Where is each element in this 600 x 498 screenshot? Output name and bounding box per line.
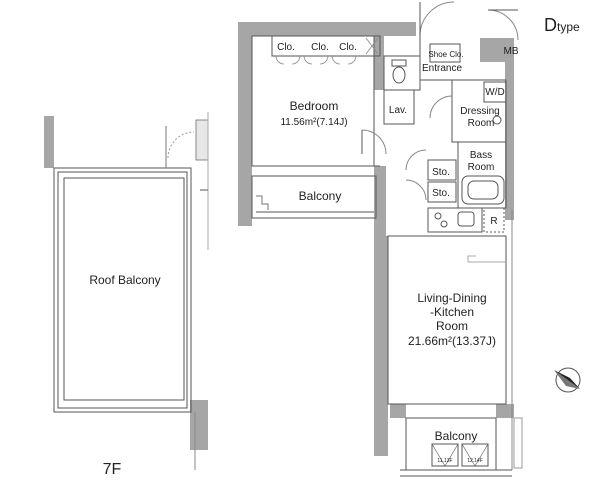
unit-top-wall — [238, 22, 416, 36]
roof-right-column — [190, 400, 208, 450]
ldk-label-2: -Kitchen — [430, 305, 474, 319]
toilet-room — [383, 55, 421, 91]
fridge-space — [483, 207, 505, 233]
entrance-label: Entrance — [422, 63, 462, 74]
balcony-lower-label: Balcony — [435, 429, 478, 443]
roof-balcony-outline — [53, 167, 192, 413]
closet-doors — [275, 37, 379, 65]
ldk-label-3: Room — [436, 319, 468, 333]
ldk-area: 21.66m²(13.37J) — [408, 334, 496, 348]
roof-balcony-rail — [63, 177, 185, 401]
hatch-label-left: 11.13F — [437, 458, 452, 464]
dressing-room-label-2: Room — [468, 118, 495, 129]
storage-lower — [427, 181, 457, 203]
bedroom-label: Bedroom — [290, 99, 339, 113]
balcony-upper-outline — [251, 175, 377, 219]
dressing-room-label-1: Dressing — [460, 106, 499, 117]
closet-label-1: Clo. — [277, 42, 295, 53]
bathtub — [461, 175, 505, 205]
bedroom-right-wall — [374, 34, 384, 90]
unit-left-wall — [238, 22, 252, 226]
bedroom-area: 11.56m²(7.14J) — [280, 117, 347, 128]
closet-label-3: Clo. — [339, 42, 357, 53]
column-bottom-right — [496, 404, 514, 418]
column-bottom — [390, 404, 406, 418]
ldk-label-1: Living-Dining — [417, 291, 486, 305]
storage-label-2: Sto. — [432, 188, 450, 199]
ldk-left-wall — [374, 236, 388, 456]
roof-balcony-label: Roof Balcony — [89, 273, 160, 287]
storage-label-1: Sto. — [432, 167, 450, 178]
lav-label: Lav. — [389, 105, 407, 116]
roof-left-column — [44, 116, 54, 168]
roof-balcony-inner — [57, 171, 188, 409]
mb-label: MB — [504, 46, 519, 57]
hatch-label-right: 12.14F — [467, 458, 483, 464]
type-letter: D — [544, 15, 557, 35]
storage-upper — [427, 159, 457, 181]
roof-door-column — [195, 119, 209, 161]
bass-room-label-1: Bass — [470, 150, 492, 161]
structural-walls — [44, 22, 514, 456]
wd-outline — [483, 81, 507, 103]
shoe-closet-label: Shoe Clo. — [428, 50, 463, 59]
compass-icon — [554, 367, 581, 393]
floor-label: 7F — [103, 461, 122, 478]
mb-block — [480, 38, 514, 62]
column-mid — [374, 166, 386, 236]
kitchen-counter — [427, 207, 483, 233]
bass-room-label-2: Room — [468, 162, 495, 173]
unit-right-wall-top — [505, 40, 514, 220]
toilet-icon — [391, 59, 407, 84]
closet-label-2: Clo. — [311, 42, 329, 53]
closet-block — [271, 35, 381, 57]
type-suffix: type — [557, 20, 580, 34]
shoe-closet-outline — [429, 43, 461, 63]
refrigerator-label: R — [490, 216, 497, 227]
balcony-upper-label: Balcony — [299, 189, 342, 203]
wd-label: W/D — [485, 87, 504, 98]
